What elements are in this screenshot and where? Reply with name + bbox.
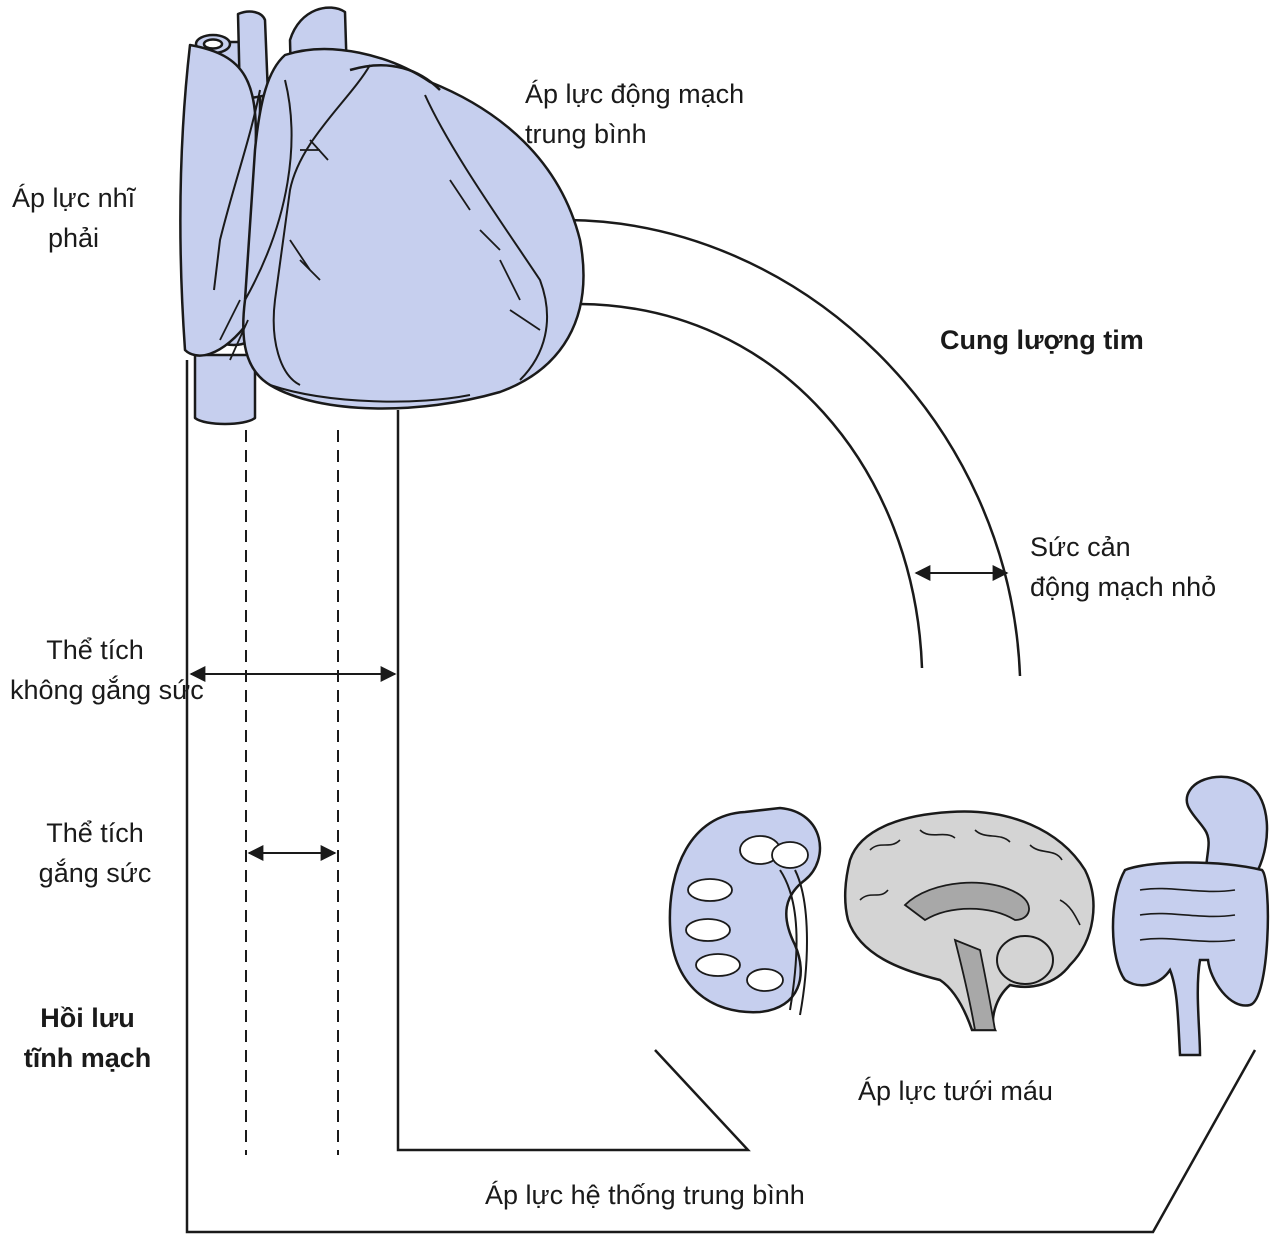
- digestive-tract-icon: [1111, 775, 1270, 1057]
- right-atrial-pressure-label: Áp lực nhĩ phải: [12, 183, 136, 253]
- heart-icon: [179, 6, 585, 426]
- perfusion-pressure-label: Áp lực tưới máu: [858, 1076, 1053, 1106]
- unstressed-volume-label: Thể tích không gắng sức: [10, 635, 204, 705]
- arterial-tube: [567, 218, 1022, 677]
- stressed-volume-boundaries: [245, 430, 339, 1155]
- mean-systemic-pressure-label: Áp lực hệ thống trung bình: [485, 1180, 805, 1210]
- venous-return-tube: [185, 360, 1257, 1234]
- venous-return-label: Hồi lưu tĩnh mạch: [23, 1003, 152, 1073]
- arteriolar-resistance-label: Sức cản động mạch nhỏ: [1030, 532, 1217, 602]
- cardiac-output-label: Cung lượng tim: [940, 325, 1144, 355]
- mean-arterial-pressure-label: Áp lực động mạch trung bình: [525, 79, 745, 149]
- stressed-volume-label: Thể tích gắng sức: [38, 818, 152, 888]
- kidney-icon: [668, 806, 822, 1016]
- brain-icon: [843, 810, 1095, 1032]
